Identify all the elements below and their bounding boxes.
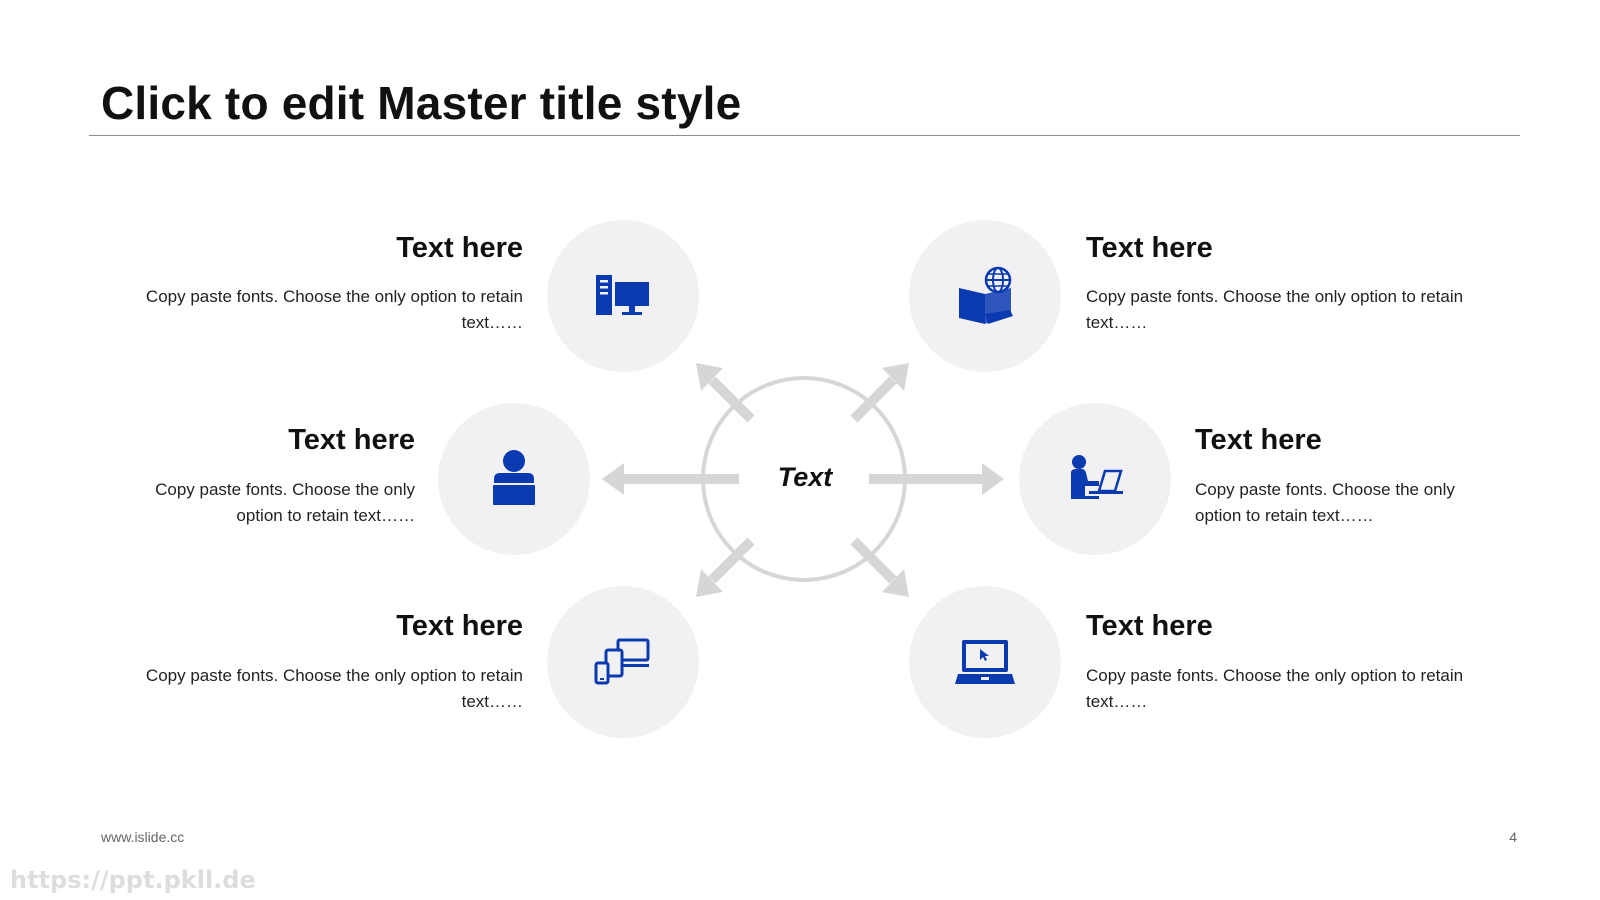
arrow-down-right [850,537,909,597]
arrow-left [602,463,739,495]
laptop-cursor-icon [955,640,1015,684]
user-laptop-icon [493,450,535,505]
node-body-top-right: Copy paste fonts. Choose the only option… [1086,287,1464,332]
node-heading-middle-left: Text here [288,424,415,456]
node-heading-top-left: Text here [396,232,523,264]
node-circle-top-right [909,220,1061,372]
arrow-down-left [696,537,755,597]
slide-title: Click to edit Master title style [101,77,742,129]
person-at-desk-icon [1071,455,1123,499]
desktop-computer-icon [596,275,649,315]
node-body-top-left: Copy paste fonts. Choose the only option… [145,287,523,332]
node-body-middle-right: Copy paste fonts. Choose the only option… [1195,480,1455,525]
node-circle-middle-left [438,403,590,555]
title-divider [89,135,1520,136]
laptop-globe-icon [959,266,1013,324]
node-heading-bottom-left: Text here [396,610,523,642]
node-heading-bottom-right: Text here [1086,610,1213,642]
node-circle-bottom-left [547,586,699,738]
footer-url: www.islide.cc [101,829,185,845]
node-body-bottom-right: Copy paste fonts. Choose the only option… [1086,666,1464,711]
arrow-right [869,463,1004,495]
page-number: 4 [1509,829,1517,845]
node-body-bottom-left: Copy paste fonts. Choose the only option… [145,666,523,711]
node-heading-top-right: Text here [1086,232,1213,264]
multi-device-icon [594,638,650,685]
watermark: https://ppt.pkll.de [10,866,256,894]
arrow-up-left [696,363,755,423]
node-circle-middle-right [1019,403,1171,555]
node-body-middle-left: Copy paste fonts. Choose the only option… [155,480,415,525]
arrow-up-right [850,363,909,423]
center-label: Text [777,462,833,492]
node-heading-middle-right: Text here [1195,424,1322,456]
node-circle-top-left [547,220,699,372]
node-circle-bottom-right [909,586,1061,738]
